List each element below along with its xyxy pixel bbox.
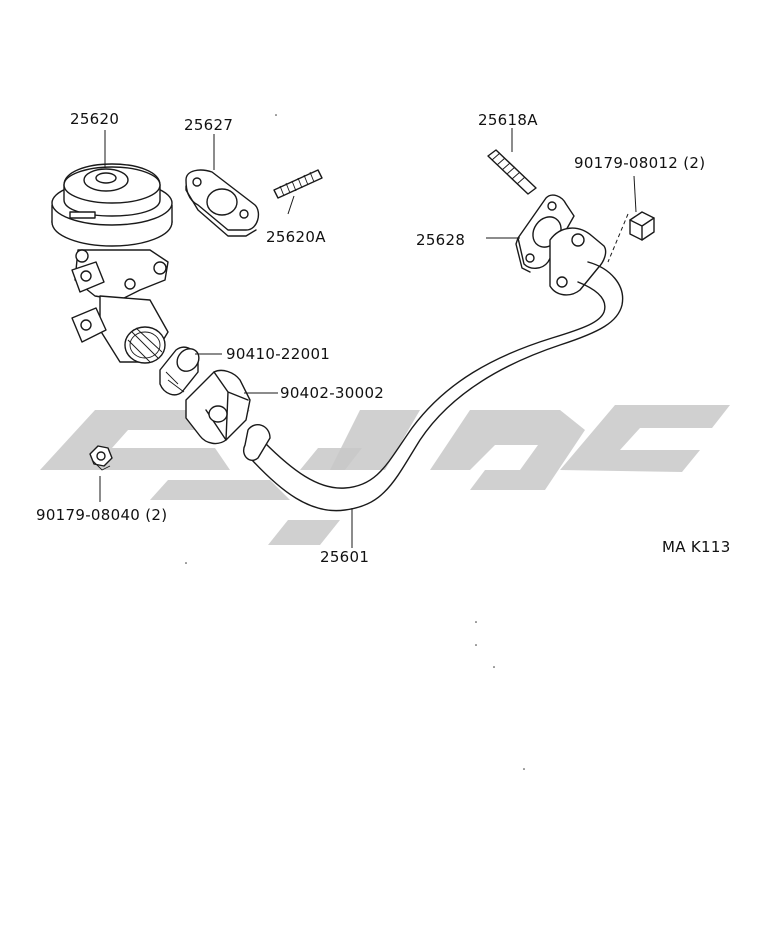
part-label-25620A: 25620A bbox=[266, 228, 326, 246]
part-label-90402-30002: 90402-30002 bbox=[280, 384, 385, 402]
egr-valve-part bbox=[51, 163, 173, 364]
hose-90410-22001 bbox=[159, 346, 200, 396]
part-label-90179-08040: 90179-08040 (2) bbox=[36, 506, 168, 524]
gasket-25627 bbox=[185, 169, 260, 237]
scan-specks bbox=[185, 114, 525, 770]
part-label-90410-22001: 90410-22001 bbox=[226, 345, 331, 363]
nut-90179-08012 bbox=[607, 211, 655, 263]
part-label-25628: 25628 bbox=[416, 231, 466, 249]
gasket-25628 bbox=[515, 194, 575, 273]
stud-25620A bbox=[273, 169, 323, 199]
part-label-25627: 25627 bbox=[184, 116, 234, 134]
egr-pipe-25601 bbox=[243, 227, 624, 512]
part-label-25618A: 25618A bbox=[478, 111, 538, 129]
part-label-25620: 25620 bbox=[70, 110, 120, 128]
nut-90179-08040 bbox=[89, 445, 113, 471]
diagram-code-label: MA K113 bbox=[662, 538, 731, 556]
part-label-25601: 25601 bbox=[320, 548, 370, 566]
union-90402-30002 bbox=[185, 369, 251, 445]
watermark-logo bbox=[40, 405, 730, 545]
stud-25618A bbox=[487, 149, 537, 195]
part-label-90179-08012: 90179-08012 (2) bbox=[574, 154, 706, 172]
leader-lines bbox=[99, 128, 637, 548]
